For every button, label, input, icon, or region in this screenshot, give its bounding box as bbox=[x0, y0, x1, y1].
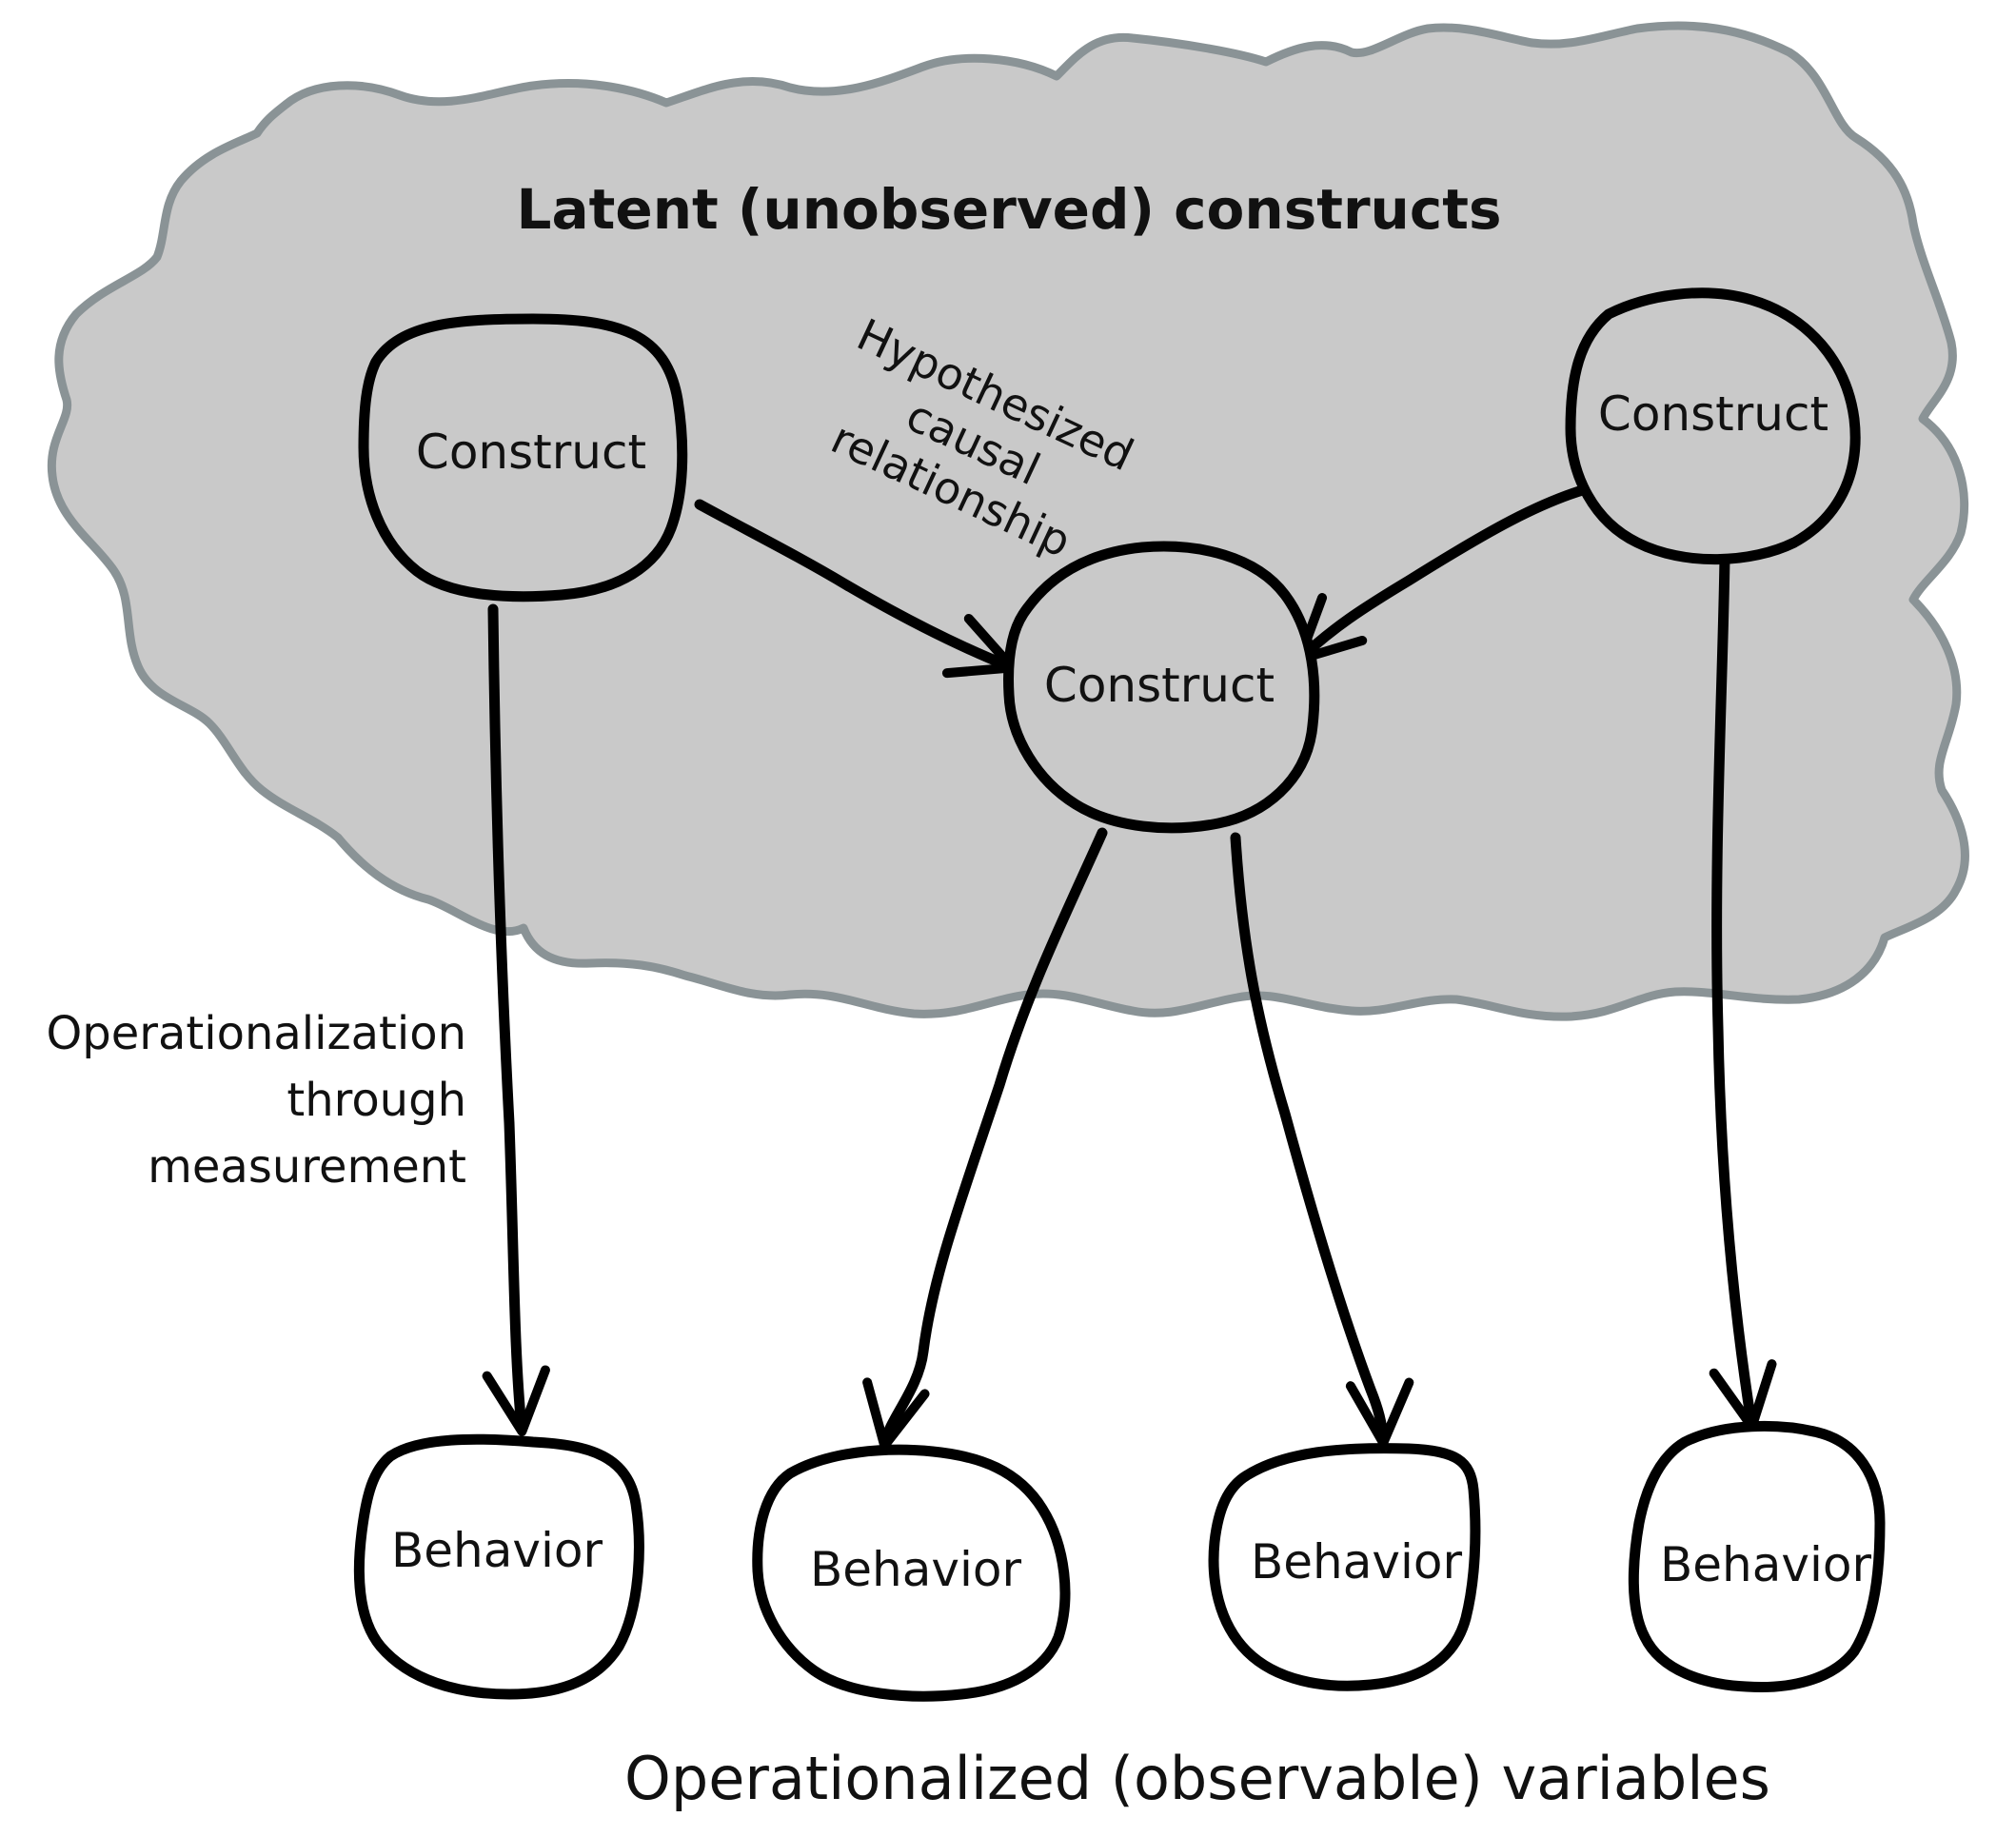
behavior-shape bbox=[1208, 1443, 1481, 1691]
edges bbox=[482, 480, 1777, 1451]
measurement-annotation: Operationalization through measurement bbox=[46, 1007, 466, 1194]
edge-left-to-behavior-1 bbox=[482, 603, 550, 1436]
behavior-node-4[interactable]: Behavior bbox=[1628, 1420, 1886, 1692]
construct-node-center[interactable]: Construct bbox=[1003, 541, 1320, 834]
latent-title: Latent (unobserved) constructs bbox=[517, 177, 1502, 242]
construct-node-right[interactable]: Construct bbox=[1565, 287, 1861, 565]
edge-right-to-behavior-4 bbox=[1709, 551, 1777, 1432]
construct-label: Construct bbox=[1598, 386, 1828, 442]
edge-center-to-behavior-3 bbox=[1230, 832, 1414, 1448]
edge-left-to-center bbox=[694, 499, 1018, 679]
behavior-label: Behavior bbox=[1660, 1537, 1871, 1592]
behavior-shape bbox=[752, 1444, 1071, 1702]
behavior-shape bbox=[353, 1433, 644, 1700]
edge-right-to-center bbox=[1295, 480, 1605, 664]
edge-center-to-behavior-2 bbox=[862, 827, 1108, 1451]
construct-label: Construct bbox=[1044, 658, 1275, 713]
construct-shape bbox=[1003, 541, 1320, 834]
measurement-annotation-line-1: Operationalization bbox=[46, 1007, 466, 1060]
behavior-node-2[interactable]: Behavior bbox=[752, 1444, 1071, 1702]
behavior-shape bbox=[1628, 1420, 1886, 1692]
construct-shape bbox=[1565, 287, 1861, 565]
latent-cloud bbox=[47, 21, 1969, 1021]
measurement-annotation-line-3: measurement bbox=[148, 1140, 466, 1194]
observable-footer: Operationalized (observable) variables bbox=[624, 1744, 1770, 1813]
behavior-node-3[interactable]: Behavior bbox=[1208, 1443, 1481, 1691]
cloud-shape bbox=[47, 21, 1969, 1021]
behavior-node-1[interactable]: Behavior bbox=[353, 1433, 644, 1700]
construct-label: Construct bbox=[416, 425, 646, 480]
measurement-annotation-line-2: through bbox=[287, 1074, 466, 1127]
behavior-label: Behavior bbox=[810, 1542, 1021, 1597]
behavior-label: Behavior bbox=[391, 1523, 603, 1578]
behavior-label: Behavior bbox=[1251, 1534, 1462, 1590]
construct-node-left[interactable]: Construct bbox=[358, 313, 688, 602]
construct-shape bbox=[358, 313, 688, 602]
